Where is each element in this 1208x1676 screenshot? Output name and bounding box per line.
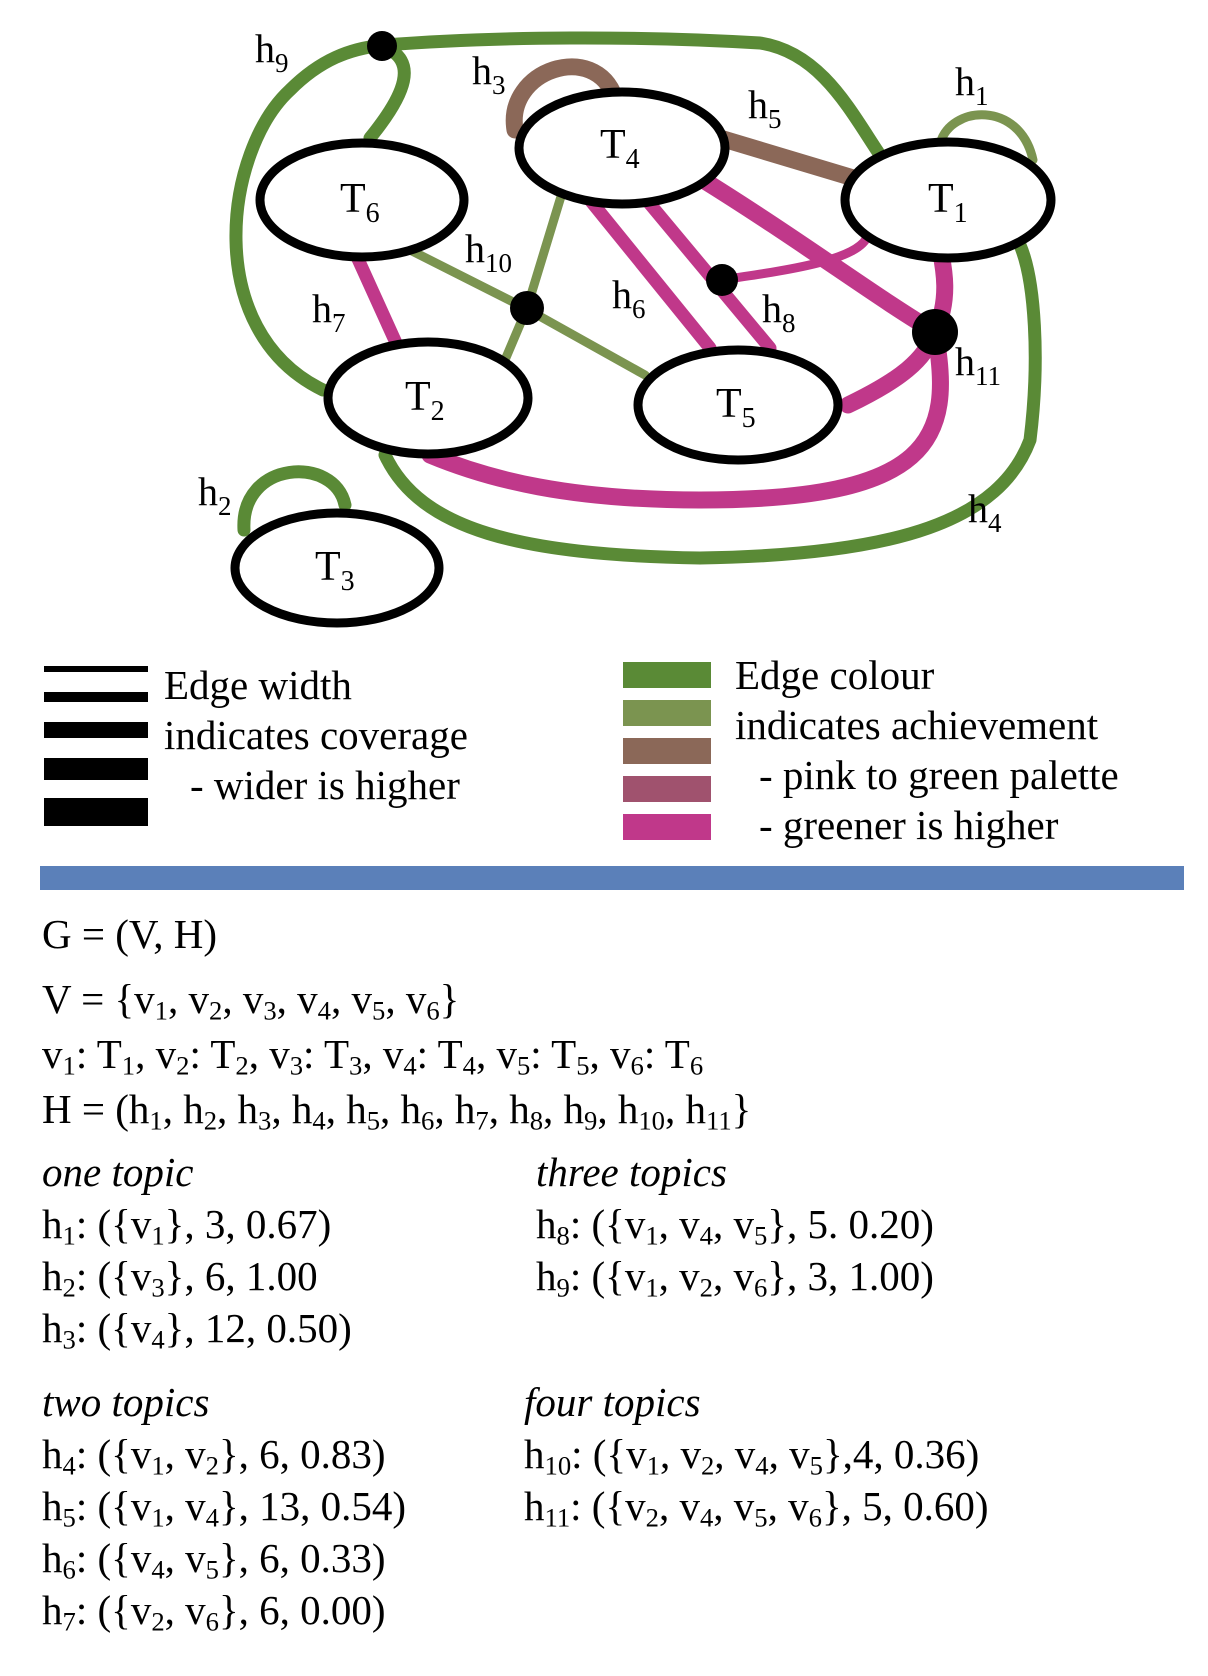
edge-h10-branch — [500, 175, 571, 365]
legend-colour-line2: indicates achievement — [735, 702, 1099, 748]
hyperedge-h8: h8: ({v1, v4, v5}, 5. 0.20) — [536, 1201, 934, 1251]
hyperedge-h1: h1: ({v1}, 3, 0.67) — [42, 1201, 332, 1251]
node-label-T4: T4 — [600, 122, 640, 175]
junction-h8 — [706, 264, 738, 296]
edge-label-h9: h9 — [255, 26, 289, 78]
junction-h11 — [912, 309, 958, 355]
node-label-T3: T3 — [315, 544, 355, 597]
hyperedge-h10: h10: ({v1, v2, v4, v5},4, 0.36) — [524, 1431, 980, 1481]
node-T5 — [633, 345, 843, 465]
edge-h6 — [583, 193, 717, 355]
junction-h9 — [367, 31, 397, 61]
node-T2 — [323, 337, 533, 459]
legend-width-text: Edge width indicates coverage - wider is… — [164, 660, 468, 810]
node-T3 — [230, 508, 444, 628]
edge-label-h4: h4 — [968, 486, 1002, 538]
edge-h1 — [935, 110, 1038, 165]
node-label-T5: T5 — [716, 381, 756, 434]
node-T4 — [514, 87, 730, 209]
group-title-one: one topic — [42, 1149, 194, 1195]
hyperedge-h7: h7: ({v2, v6}, 6, 0.00) — [42, 1587, 386, 1637]
edge-h2 — [237, 465, 352, 537]
hyperedge-h9: h9: ({v1, v2, v6}, 3, 1.00) — [536, 1253, 934, 1303]
edge-h7 — [346, 241, 404, 352]
edge-label-h8: h8 — [762, 286, 796, 338]
legend-colour-pink — [623, 814, 711, 840]
edge-label-h10: h10 — [465, 226, 512, 278]
legend-colour-line3: - pink to green palette — [759, 752, 1119, 798]
node-T1 — [840, 137, 1056, 263]
node-label-T6: T6 — [340, 176, 380, 229]
edge-h6-second — [638, 191, 777, 355]
legend-colour-brown — [623, 738, 711, 764]
legend-width-bar-1 — [44, 666, 148, 672]
group-title-four: four topics — [524, 1379, 701, 1425]
v-definition: V = {v1, v2, v3, v4, v5, v6} — [42, 976, 460, 1026]
divider — [40, 866, 1184, 890]
hyperedge-h4: h4: ({v1, v2}, 6, 0.83) — [42, 1431, 386, 1481]
edge-h11 — [691, 169, 944, 341]
legend-width-bar-3 — [44, 722, 148, 738]
hyperedge-h11: h11: ({v2, v4, v5, v6}, 5, 0.60) — [524, 1483, 989, 1533]
junction-h10 — [510, 291, 544, 325]
legend-width-bar-2 — [44, 692, 148, 702]
node-label-T1: T1 — [928, 176, 968, 229]
edge-label-h1: h1 — [955, 59, 989, 111]
edge-label-h5: h5 — [748, 82, 782, 134]
node-label-T2: T2 — [405, 374, 445, 427]
legend-width-bar-4 — [44, 758, 148, 780]
edge-h3 — [505, 58, 624, 139]
hyperedge-h3: h3: ({v4}, 12, 0.50) — [42, 1305, 352, 1355]
edge-label-h7: h7 — [312, 286, 346, 338]
edge-label-h3: h3 — [472, 48, 506, 100]
edge-label-h11: h11 — [955, 339, 1001, 391]
legend-width-line3: - wider is higher — [190, 762, 460, 808]
group-title-three: three topics — [536, 1149, 727, 1195]
legend-width-line2: indicates coverage — [164, 712, 468, 758]
g-definition: G = (V, H) — [42, 911, 217, 957]
edge-label-h2: h2 — [198, 469, 232, 521]
hypergraph-diagram: T1 T2 T3 T4 T5 T6 h1 h2 h3 h4 h5 h6 h7 h… — [44, 26, 1056, 840]
edge-h11-to-T2 — [421, 323, 949, 509]
node-T6 — [255, 138, 469, 262]
vertex-mapping: v1: T1, v2: T2, v3: T3, v4: T4, v5: T5, … — [42, 1031, 704, 1081]
legend-colour-line1: Edge colour — [735, 652, 935, 698]
hyperedge-h6: h6: ({v4, v5}, 6, 0.33) — [42, 1535, 386, 1585]
legend-width-bar-5 — [44, 798, 148, 826]
legend-colour-mauve — [623, 776, 711, 802]
hyperedge-h2: h2: ({v3}, 6, 1.00 — [42, 1253, 318, 1303]
legend-colour-light-green — [623, 700, 711, 726]
h-definition: H = (h1, h2, h3, h4, h5, h6, h7, h8, h9,… — [42, 1086, 752, 1136]
legend-colour-text: Edge colour indicates achievement - pink… — [735, 650, 1119, 850]
legend-colour-line4: - greener is higher — [759, 802, 1059, 848]
legend-width-line1: Edge width — [164, 662, 352, 708]
legend-colour-green — [623, 662, 711, 688]
edge-label-h6: h6 — [612, 272, 646, 324]
edge-h5 — [711, 129, 869, 189]
hyperedge-h5: h5: ({v1, v4}, 13, 0.54) — [42, 1483, 407, 1533]
edge-h4 — [378, 238, 1042, 565]
group-title-two: two topics — [42, 1379, 210, 1425]
